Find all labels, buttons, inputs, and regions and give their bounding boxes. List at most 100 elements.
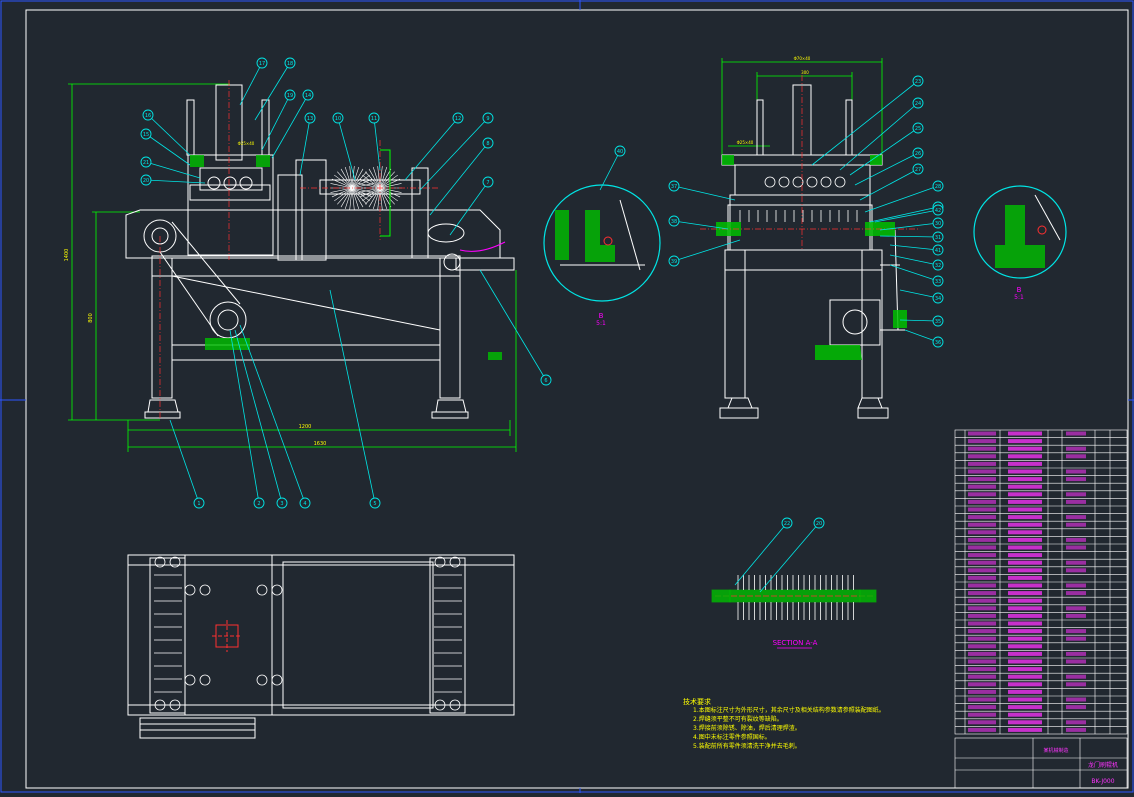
part-balloon	[781, 517, 793, 529]
bom-part-name	[1008, 667, 1042, 672]
bom-part-name	[1008, 545, 1042, 550]
dim-front-frame-height: 800	[88, 313, 94, 323]
part-balloon-number: 4	[303, 501, 306, 507]
part-balloon-number: 14	[305, 93, 311, 99]
bom-part-name	[1008, 431, 1042, 436]
bom-code	[968, 705, 996, 710]
top-view-bolts	[154, 556, 462, 711]
part-balloon-number: 21	[143, 160, 149, 166]
part-balloon-number: 19	[287, 93, 293, 99]
part-balloon	[253, 497, 265, 509]
part-balloon-number: 42	[935, 208, 941, 214]
bom-material	[1066, 522, 1086, 527]
part-balloon-number: 31	[935, 235, 941, 241]
bom-part-name	[1008, 568, 1042, 573]
part-balloon	[540, 374, 552, 386]
bom-part-name	[1008, 689, 1042, 694]
part-balloon	[932, 217, 944, 229]
part-balloon-number: 12	[455, 116, 461, 122]
bom-material	[1066, 629, 1086, 634]
part-balloon	[932, 244, 944, 256]
detail-label-left: B	[599, 312, 604, 320]
detail-label-b: B	[1017, 286, 1022, 294]
section-plane-a	[380, 149, 391, 237]
note-2: 2.焊缝须平整不可有裂纹等缺陷。	[693, 715, 783, 723]
title-block-name: 龙门刷辊机	[1088, 761, 1118, 769]
detail-circle-left	[543, 184, 661, 302]
bom-part-name	[1008, 621, 1042, 626]
bom-code	[968, 667, 996, 672]
bom-code	[968, 568, 996, 573]
part-balloon	[912, 122, 924, 134]
bom-part-name	[1008, 659, 1042, 664]
part-balloon-number: 40	[617, 149, 623, 155]
part-balloon	[668, 215, 680, 227]
bom-material	[1066, 682, 1086, 687]
note-1: 1.本图标注尺寸为外形尺寸，其余尺寸及相关结构参数请参照装配图纸。	[693, 706, 885, 714]
bom-code	[968, 697, 996, 702]
bom-part-name	[1008, 598, 1042, 603]
section-a-a-bristles	[737, 575, 854, 620]
front-view	[68, 83, 517, 452]
part-balloon	[140, 156, 152, 168]
part-balloon-number: 9	[486, 116, 489, 122]
drawing-frame	[25, 9, 1129, 789]
bom-code	[968, 591, 996, 596]
part-balloon	[932, 315, 944, 327]
bom-part-name	[1008, 515, 1042, 520]
bom-code	[968, 598, 996, 603]
bom-part-name	[1008, 530, 1042, 535]
note-5: 5.装配前所有零件须清洗干净并去毛刺。	[693, 742, 801, 750]
part-balloon-number: 20	[143, 178, 149, 184]
bom-material	[1066, 431, 1086, 436]
part-balloon	[482, 176, 494, 188]
part-balloon	[482, 112, 494, 124]
part-balloon-number: 18	[287, 61, 293, 67]
detail-circle-right	[973, 185, 1067, 279]
bom-part-name	[1008, 606, 1042, 611]
part-balloon	[368, 112, 380, 124]
bom-material	[1066, 606, 1086, 611]
part-balloon-number: 22	[784, 521, 790, 527]
part-balloon-number: 10	[335, 116, 341, 122]
bom-material	[1066, 727, 1086, 732]
part-balloon-number: 34	[935, 296, 941, 302]
part-balloon	[912, 97, 924, 109]
dim-front-frame-width: 1200	[299, 424, 312, 430]
part-balloon	[668, 255, 680, 267]
bom-part-name	[1008, 636, 1042, 641]
part-balloon-number: 1	[197, 501, 200, 507]
part-balloon-number: 3	[280, 501, 283, 507]
part-balloon-number: 15	[143, 132, 149, 138]
bom-material	[1066, 720, 1086, 725]
bom-material	[1066, 674, 1086, 679]
bom-code	[968, 659, 996, 664]
part-balloon	[140, 174, 152, 186]
dim-side-inner-width: 300	[801, 70, 809, 75]
part-balloon-number: 26	[915, 151, 921, 157]
dim-side-total-width: Φ70×40	[794, 56, 811, 61]
part-balloon	[912, 75, 924, 87]
bom-code	[968, 720, 996, 725]
bom-table	[954, 429, 1128, 735]
bom-code	[968, 461, 996, 466]
part-balloon	[284, 89, 296, 101]
bom-part-name	[1008, 439, 1042, 444]
bom-part-name	[1008, 461, 1042, 466]
part-balloon	[142, 109, 154, 121]
bom-code	[968, 651, 996, 656]
title-block-company: 某机械制造	[1043, 747, 1068, 754]
bom-part-name	[1008, 537, 1042, 542]
bom-material	[1066, 537, 1086, 542]
part-balloon	[140, 128, 152, 140]
part-balloon	[932, 231, 944, 243]
bom-code	[968, 583, 996, 588]
part-balloon-number: 35	[935, 319, 941, 325]
bom-part-name	[1008, 484, 1042, 489]
bom-material	[1066, 613, 1086, 618]
part-balloon	[302, 89, 314, 101]
part-balloon	[932, 336, 944, 348]
bom-code	[968, 499, 996, 504]
